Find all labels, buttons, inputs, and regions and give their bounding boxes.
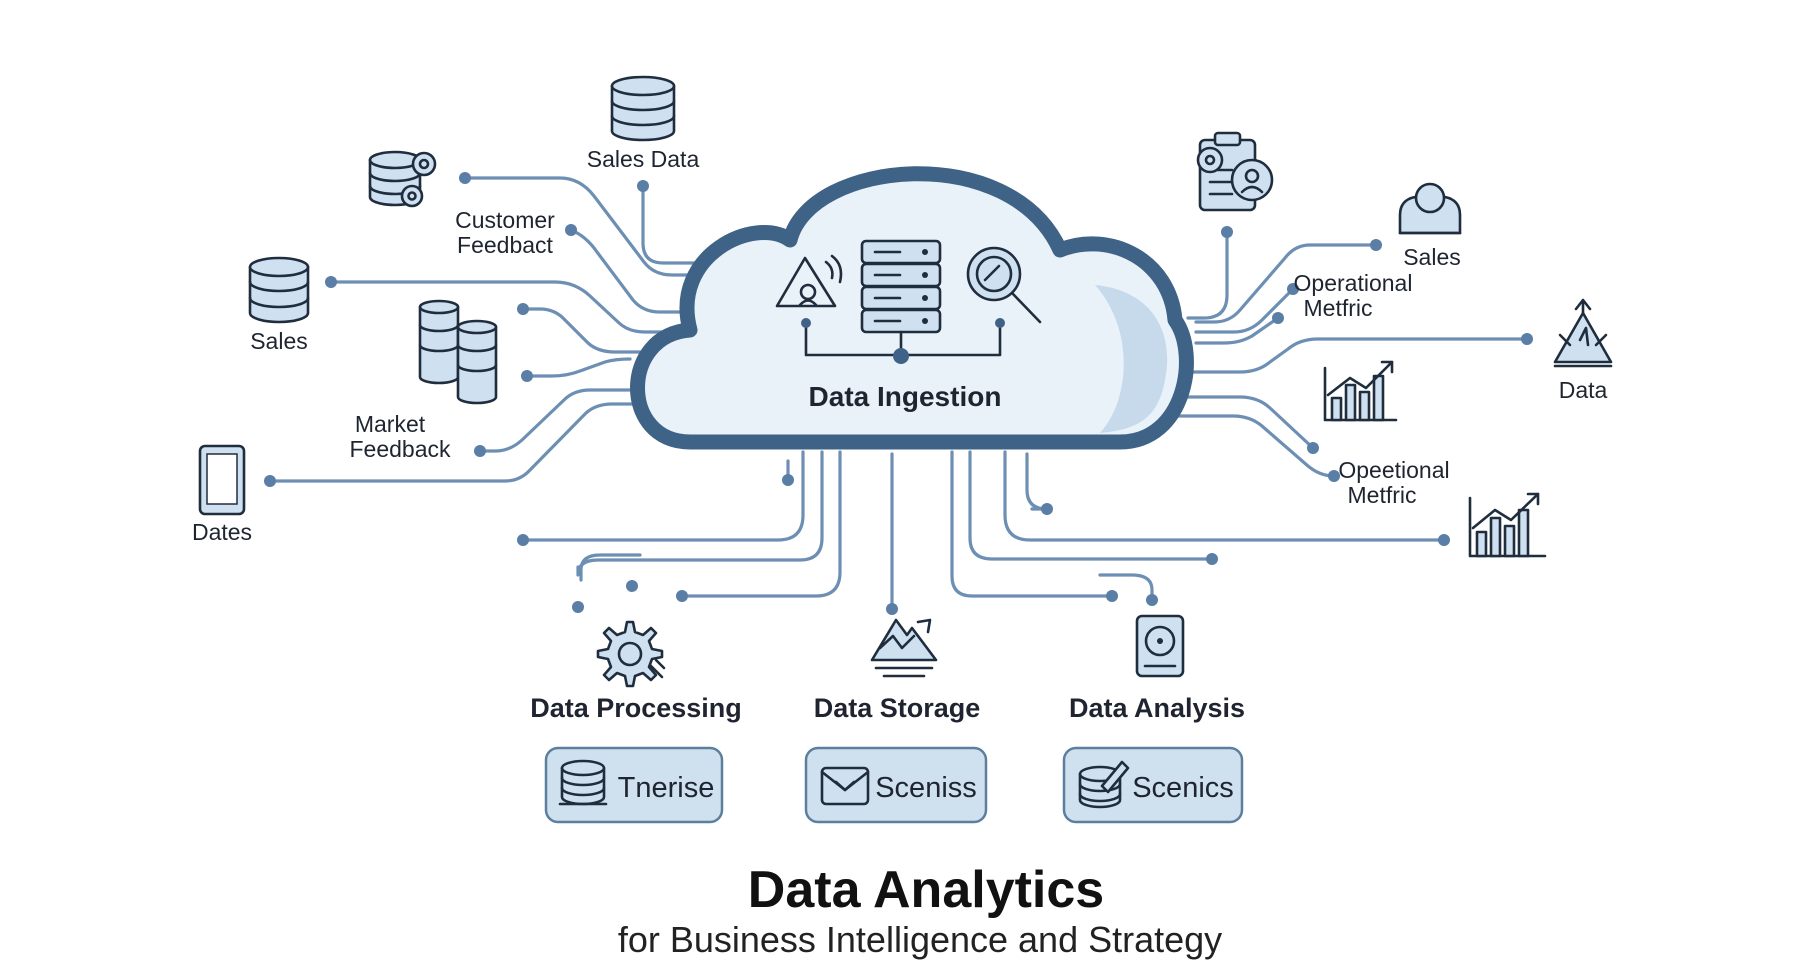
source-label-line1: Operational: [1294, 270, 1413, 296]
clipboard-gear-icon: [1196, 131, 1274, 212]
source-label: Sales: [1403, 244, 1461, 270]
cloud-label: Data Ingestion: [809, 381, 1002, 412]
source-operational-metric-2: Opeetional Metfric: [1338, 457, 1449, 508]
database-gear-icon: [368, 150, 437, 208]
source-label: Sales Data: [587, 146, 700, 172]
source-data-right: Data: [1553, 298, 1613, 403]
magnifier-icon: [966, 246, 1042, 324]
stage-data-processing: Data Processing: [530, 620, 742, 723]
bar-chart-icon: [1468, 492, 1547, 558]
database-icon: [558, 759, 608, 806]
button-label: Scenics: [1132, 772, 1234, 804]
source-label-line2: Feedback: [349, 436, 451, 462]
data-ingestion-cloud: Data Ingestion: [630, 166, 1194, 450]
server-stack-icon: [860, 239, 942, 334]
diagram-subtitle: for Business Intelligence and Strategy: [618, 919, 1222, 960]
database-pen-icon: [1078, 760, 1130, 809]
source-customer-feedback: Customer Feedbact: [368, 150, 555, 258]
mountain-icon: [870, 618, 938, 678]
source-label-line1: Market: [355, 411, 426, 437]
source-label-line2: Feedbact: [457, 232, 554, 258]
source-label-line2: Metfric: [1304, 295, 1373, 321]
source-operational-metric: Operational Metfric: [1294, 270, 1413, 321]
alert-signal-icon: [775, 254, 843, 308]
source-label-line1: Opeetional: [1338, 457, 1449, 483]
source-market-feedback: Market Feedback: [349, 299, 498, 462]
button-tnerise[interactable]: Tnerise: [544, 746, 724, 824]
connector-lines: [268, 176, 1529, 611]
source-label: Sales: [250, 328, 308, 354]
cloud-shade: [1095, 285, 1168, 433]
source-clipboard: [1196, 131, 1274, 212]
user-icon: [1398, 182, 1462, 235]
source-dates: Dates: [192, 444, 252, 545]
source-chart-1: [1323, 360, 1398, 422]
source-label-line1: Customer: [455, 207, 555, 233]
connector-dots: [264, 172, 1533, 615]
stage-label: Data Storage: [814, 693, 981, 723]
source-label: Dates: [192, 519, 252, 545]
gear-icon: [596, 620, 666, 688]
tablet-icon: [198, 444, 246, 516]
source-sales: Sales: [248, 256, 310, 354]
database-icon: [610, 75, 676, 142]
stage-data-storage: Data Storage: [814, 618, 981, 723]
stage-data-analysis: Data Analysis: [1069, 614, 1245, 723]
source-label: Data: [1559, 377, 1608, 403]
source-sales-right: Sales: [1398, 182, 1462, 270]
button-label: Tnerise: [618, 772, 715, 804]
button-label: Sceniss: [875, 772, 977, 804]
source-sales-data: Sales Data: [587, 75, 700, 172]
server-tower-icon: [418, 299, 498, 405]
database-icon: [248, 256, 310, 324]
stage-label: Data Analysis: [1069, 693, 1245, 723]
hard-drive-icon: [1135, 614, 1185, 678]
diagram-title: Data Analytics: [748, 861, 1104, 919]
source-chart-2: [1468, 492, 1547, 558]
bar-chart-icon: [1323, 360, 1398, 422]
source-label-line2: Metfric: [1348, 482, 1417, 508]
button-sceniss[interactable]: Sceniss: [804, 746, 988, 824]
folder-icon: [820, 766, 870, 806]
stage-label: Data Processing: [530, 693, 742, 723]
button-scenics[interactable]: Scenics: [1062, 746, 1244, 824]
mountain-flag-icon: [1553, 298, 1613, 368]
